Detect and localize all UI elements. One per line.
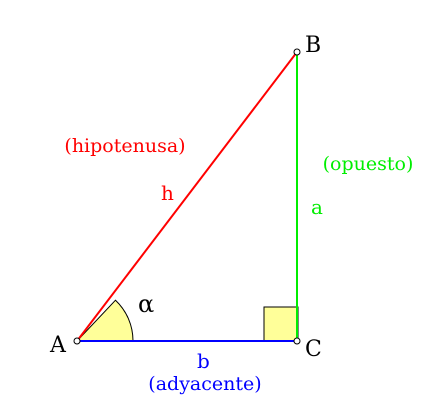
vertex-b-label: B (305, 33, 321, 58)
hypotenuse-label: (hipotenusa) (64, 135, 185, 157)
opposite-label: (opuesto) (323, 153, 414, 175)
side-h-label: h (161, 181, 174, 205)
angle-alpha-arc (75, 299, 134, 342)
vertex-a-label: A (49, 333, 67, 358)
angle-alpha-label: α (138, 290, 154, 318)
vertex-c-label: C (305, 337, 322, 362)
adjacent-label: (adyacente) (148, 373, 261, 395)
vertex-b-point (293, 48, 301, 56)
vertex-c-point (293, 337, 301, 345)
side-a-label: a (311, 195, 323, 219)
hypotenuse-side (76, 51, 298, 342)
vertex-a-point (73, 337, 81, 345)
right-angle-marker (263, 306, 299, 342)
side-b-label: b (197, 349, 210, 373)
